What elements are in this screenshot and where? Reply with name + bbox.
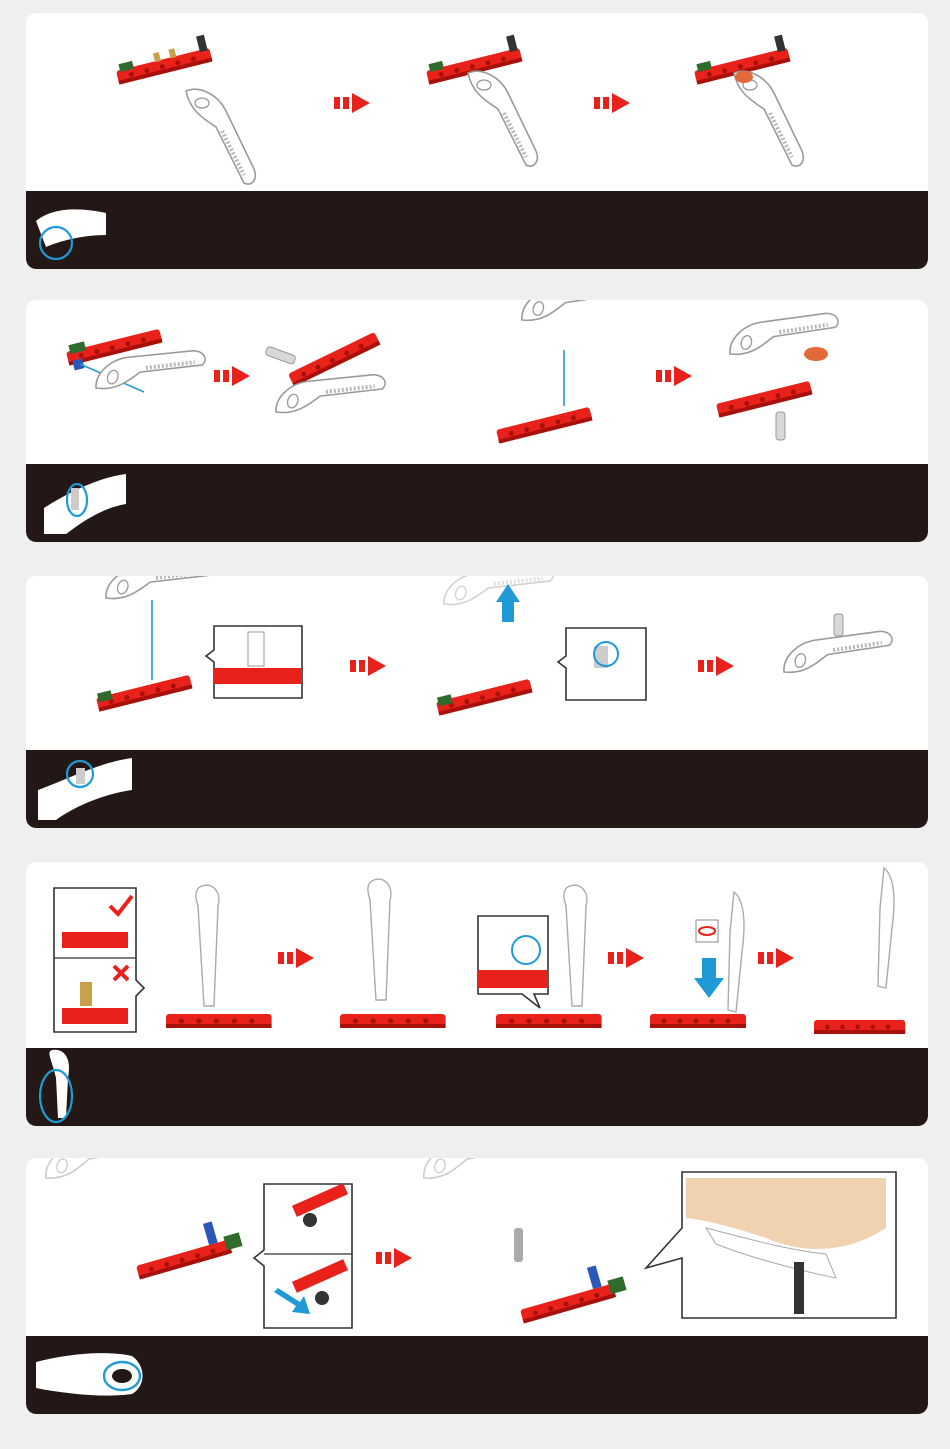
wrench-tool-faded [42,1158,157,1206]
beam-with-pins [116,34,213,85]
detail-callout [204,625,303,699]
wrench-tool [732,69,806,169]
wrench-tool [184,87,258,187]
orange-highlight [735,71,753,83]
beam-with-pins [96,674,193,712]
wrench-tool [102,576,220,632]
vertical-tool [367,878,392,1001]
step-5-card [26,1158,928,1414]
detail-callout [556,627,647,701]
beam-with-pins [694,34,791,85]
step-1-caption-bar [26,191,928,269]
red-arrow [758,948,794,968]
step-5-caption-bar [26,1336,928,1414]
step-2-caption-bar [26,464,928,542]
loose-pin [833,613,844,637]
red-arrow [608,948,644,968]
step-4-card [26,862,928,1126]
loose-pin [775,411,786,441]
step-2-illustration [66,300,842,446]
vertical-tool [195,884,220,1007]
hand-callout [643,1171,897,1319]
red-beam [496,406,593,444]
red-arrow [278,948,314,968]
cyan-up-arrow [496,584,520,622]
step-3-caption-bar [26,750,928,828]
step-1-card [26,13,928,269]
wrench-tool [726,300,842,385]
check-mark-icon [108,894,134,918]
orange-highlight [804,347,828,361]
step-2-card [26,300,928,542]
wrench-hole-icon [36,1353,143,1396]
beam-with-pins [496,1014,602,1028]
beam-with-pins [436,678,533,716]
red-arrow [350,656,386,676]
wrench-end-icon [36,209,106,261]
cross-mark-icon [112,964,130,982]
step-4-illustration [53,866,906,1034]
wrench-tool-faded [420,1158,535,1206]
detail-callout [477,915,549,1009]
wrench-tool [466,69,540,169]
red-arrow [698,656,734,676]
beam-with-pins [520,1265,627,1324]
correct-wrong-callout [53,887,146,1033]
red-arrow [376,1248,412,1268]
beam-with-pins [66,328,163,371]
pin-top-icon [38,758,132,820]
cyan-down-arrow [694,958,724,998]
side-tool [877,866,895,989]
red-arrow [594,93,630,113]
wrench-tool-faded [440,576,558,638]
beam-with-pins [650,1014,746,1028]
loose-pin [514,1228,523,1262]
red-arrow [656,366,692,386]
step-1-illustration [116,34,806,187]
beam-with-pins [814,1020,906,1034]
loose-pin [265,346,296,365]
step-5-illustration [42,1158,897,1329]
axle-slot-icon [44,474,126,534]
beam-with-pins [340,1014,446,1028]
beam-with-pins [166,1014,272,1028]
cyan-diagonal-arrow [274,1288,310,1314]
step-3-illustration [96,576,896,716]
step-3-card [26,576,928,828]
red-arrow [334,93,370,113]
side-tool [727,890,745,1013]
vertical-tool [563,884,588,1007]
red-arrow [214,366,250,386]
step-4-caption-bar [26,1048,928,1126]
tool-tip-icon [38,1049,74,1124]
beam-with-pins [426,34,523,85]
wrench-tool [518,300,634,351]
beam-with-pins [136,1221,243,1280]
red-beam [716,380,813,418]
rotate-callout [695,919,719,943]
